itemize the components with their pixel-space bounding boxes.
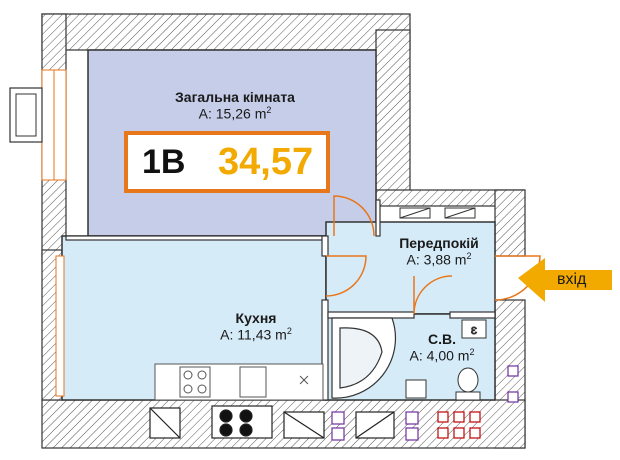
svg-text:Ɛ: Ɛ: [471, 326, 477, 337]
entry-arrow: [518, 258, 612, 302]
lower-shafts: [149, 405, 395, 439]
room-area: A: 11,43 m2: [220, 326, 292, 343]
sink: Ɛ: [461, 319, 487, 339]
ventilation-grilles: [399, 207, 476, 219]
window-kitchen: [55, 255, 65, 397]
entry-label: вхід: [557, 271, 587, 288]
apartment-type: 1В: [142, 142, 186, 181]
room-area: A: 3,88 m2: [406, 251, 472, 268]
room-name: Кухня: [235, 310, 277, 326]
kitchen-counter: [154, 363, 324, 401]
bathtub: [331, 317, 397, 399]
room-label-living: Загальна кімната A: 15,26 m2: [150, 89, 320, 122]
room-label-hall: Передпокій A: 3,88 m2: [384, 235, 494, 268]
window-left: [9, 69, 67, 181]
room-label-bathroom: С.В. A: 4,00 m2: [396, 331, 488, 364]
interior-walls: [65, 199, 496, 401]
total-area: 34,57: [218, 140, 314, 183]
toilet: [455, 367, 481, 401]
room-name: Загальна кімната: [175, 89, 295, 105]
room-area: A: 15,26 m2: [198, 105, 272, 122]
room-area: A: 4,00 m2: [409, 347, 475, 364]
room-name: Передпокій: [399, 235, 479, 251]
vent-markers: [331, 365, 519, 441]
room-label-kitchen: Кухня A: 11,43 m2: [196, 310, 316, 343]
washbasin: [405, 379, 427, 399]
apartment-badge: 1В 34,57: [124, 131, 330, 193]
room-name: С.В.: [428, 331, 456, 347]
